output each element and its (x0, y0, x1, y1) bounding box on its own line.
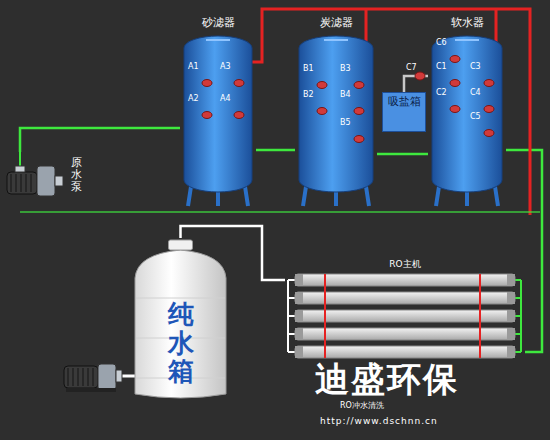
valve-label: A2 (188, 94, 199, 104)
tank-heading: 砂滤器 (180, 16, 256, 30)
membrane-tubes (285, 258, 525, 362)
pure-water-tank: 纯水箱 (133, 238, 228, 400)
unit-heading: RO主机 (285, 258, 525, 270)
raw-water-pump: 原水泵 (5, 152, 93, 200)
carbon-filter-tank: 炭滤器 (295, 16, 377, 208)
valve-label: A4 (220, 94, 231, 104)
valve-label: A3 (220, 62, 231, 72)
tank-label: 纯水箱 (168, 300, 194, 386)
tank-heading: 软水器 (428, 16, 506, 30)
valve-label: C5 (470, 112, 481, 122)
box-label: 吸盐箱 (383, 93, 425, 110)
valve-label: C1 (436, 62, 447, 72)
valve-symbol (415, 72, 425, 80)
valve-label: B2 (303, 90, 314, 100)
pipe-label: RO冲水清洗 (340, 401, 384, 411)
pipe-connector (256, 149, 295, 152)
pipe-connector (506, 150, 542, 352)
valve-label: B5 (340, 118, 351, 128)
tank-shape (295, 16, 377, 208)
sand-filter-tank: 砂滤器 (180, 16, 256, 208)
ro-unit: RO主机 (285, 258, 525, 362)
tank-shape (180, 16, 256, 208)
brine-box: 吸盐箱 (382, 92, 426, 132)
drain-pipe (250, 9, 530, 215)
pipe-connector (20, 128, 180, 152)
valve-label: C6 (436, 38, 447, 48)
outlet-pipe (122, 375, 135, 378)
watermark-url: http://www.dschnn.cn (320, 416, 438, 426)
valve-label: B1 (303, 64, 314, 74)
valve-label: C2 (436, 88, 447, 98)
valve-label: B4 (340, 90, 351, 100)
pump-label: 原水泵 (71, 157, 82, 193)
valve-label: B3 (340, 64, 351, 74)
drain-pipe (20, 211, 540, 213)
pipe-connector (377, 153, 428, 156)
valve-label: C4 (470, 88, 481, 98)
tank-heading: 炭滤器 (295, 16, 377, 30)
valve-label: A1 (188, 62, 199, 72)
valve-label: C7 (406, 63, 417, 73)
pump-symbol (64, 364, 122, 392)
valve-label: C3 (470, 62, 481, 72)
watermark: 迪盛环保 (315, 362, 459, 396)
